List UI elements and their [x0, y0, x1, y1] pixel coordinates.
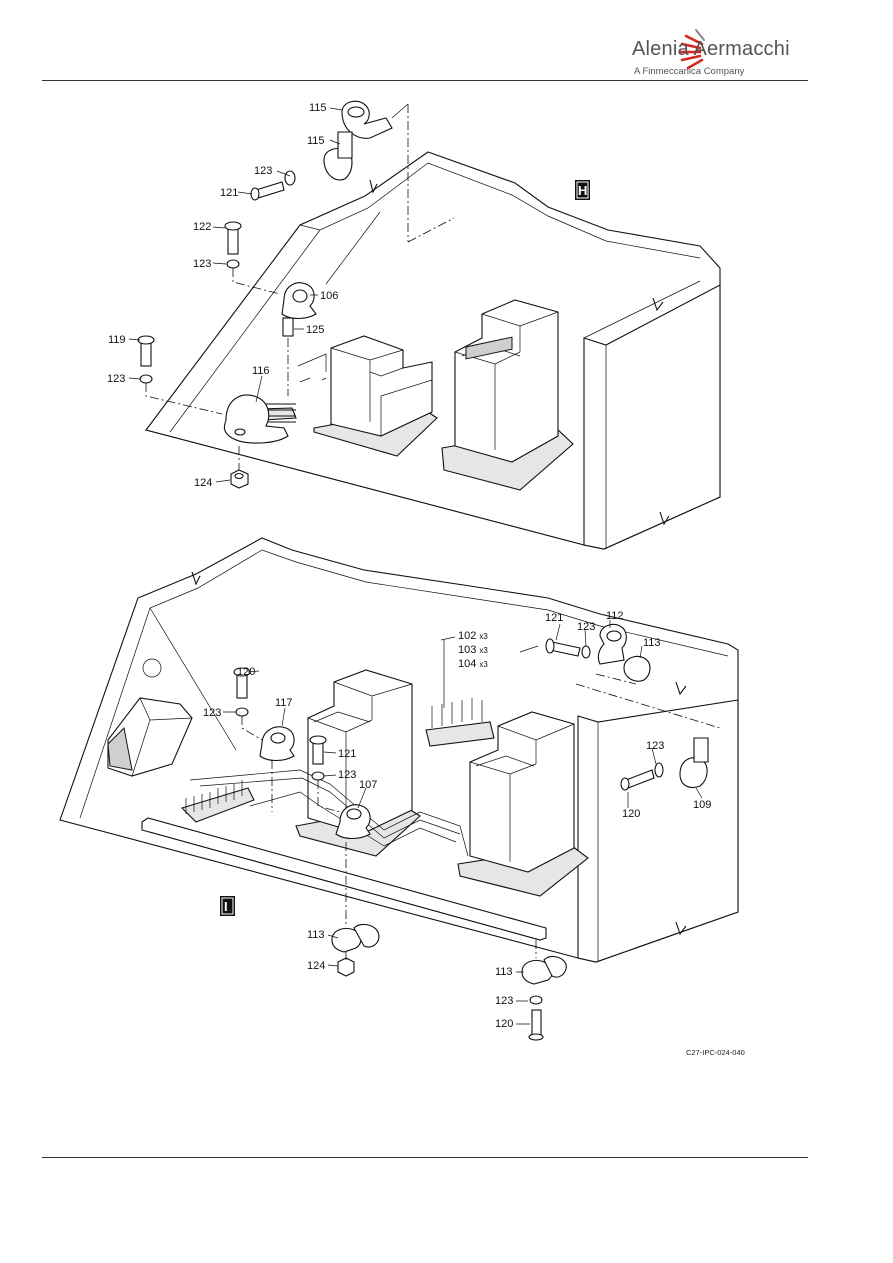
callout-107: 107 [359, 779, 377, 791]
callout-123e: 123 [495, 995, 513, 1007]
callout-109: 109 [693, 799, 711, 811]
callout-113b: 113 [307, 929, 325, 941]
callout-120b: 120 [622, 808, 640, 820]
brand-name: Alenia Aermacchi [632, 38, 790, 60]
figure-reference: C27-IPC-024-040 [686, 1048, 745, 1057]
callout-124: 124 [194, 477, 212, 489]
callout-104: 104 x3 [458, 658, 488, 670]
callout-123c: 123 [107, 373, 125, 385]
callout-116: 116 [252, 365, 270, 377]
callout-112: 112 [606, 610, 624, 622]
callout-123b: 123 [193, 258, 211, 270]
callout-123a: 123 [254, 165, 272, 177]
header-rule [42, 80, 808, 81]
callout-117: 117 [275, 697, 293, 709]
callout-113a: 113 [643, 637, 661, 649]
callout-102: 102 x3 [458, 630, 488, 642]
callout-125: 125 [306, 324, 324, 336]
callout-115b: 115 [307, 135, 325, 147]
callout-119: 119 [108, 334, 126, 346]
callout-115a: 115 [309, 102, 327, 114]
callout-123a: 123 [577, 621, 595, 633]
callout-123c: 123 [338, 769, 356, 781]
callout-123d: 123 [646, 740, 664, 752]
callout-113c: 113 [495, 966, 513, 978]
view-tag-h: H [575, 180, 590, 200]
footer-rule [42, 1157, 808, 1158]
view-tag-i: I [220, 896, 235, 916]
view-h-callouts: 115 115 123 121 122 123 106 125 119 123 … [107, 102, 338, 489]
callout-123b: 123 [203, 707, 221, 719]
callout-124: 124 [307, 960, 325, 972]
brand-subtitle: A Finmeccanica Company [634, 66, 745, 77]
alenia-aermacchi-logo-icon [678, 29, 705, 70]
callout-122: 122 [193, 221, 211, 233]
callout-121: 121 [220, 187, 238, 199]
view-h-assembly [128, 100, 721, 550]
callout-103: 103 x3 [458, 644, 488, 656]
view-i-assembly [59, 537, 739, 1041]
view-i-callouts: 102 x3 103 x3 104 x3 121 123 112 113 120… [203, 610, 711, 1030]
callout-121a: 121 [545, 612, 563, 624]
callout-121b: 121 [338, 748, 356, 760]
callout-106: 106 [320, 290, 338, 302]
callout-120a: 120 [237, 666, 255, 678]
view-tag-i-label: I [224, 899, 228, 914]
view-tag-h-label: H [578, 183, 587, 198]
callout-120c: 120 [495, 1018, 513, 1030]
